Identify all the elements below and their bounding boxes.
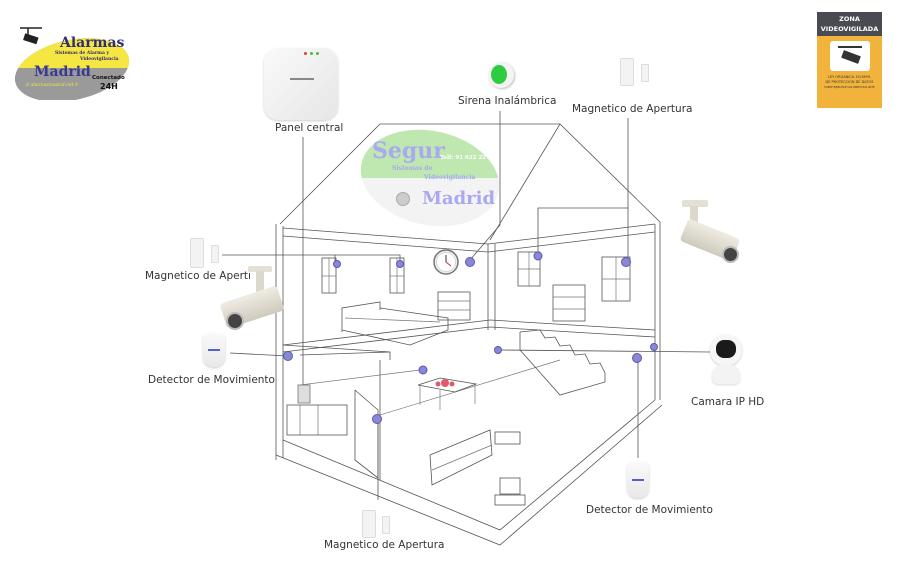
sensor-dot xyxy=(418,365,428,375)
device-label-panel: Panel central xyxy=(275,122,344,134)
dresser-2 xyxy=(552,284,586,322)
sign-law-1: LEY ORGANICA 15/1999, xyxy=(828,75,871,79)
sign-header: ZONA VIDEOVIGILADA xyxy=(817,12,882,36)
device-label-siren: Sirena Inalámbrica xyxy=(458,95,557,107)
device-label-pir-bottom: Detector de Movimiento xyxy=(586,504,713,516)
kitchen xyxy=(286,384,348,436)
bed xyxy=(341,301,449,346)
logo-subtitle-1: Sistemas de Alarma y xyxy=(55,51,110,56)
door-contact-icon xyxy=(620,58,634,86)
camera-icon xyxy=(837,46,862,48)
watermark-line-1: Sistemas de xyxy=(392,165,433,172)
watermark-phone: Telf: 91 022 22 85 xyxy=(440,155,496,161)
door-contact-magnet-icon xyxy=(641,64,649,82)
logo-badge-1: Conectado xyxy=(92,75,125,81)
sensor-dot xyxy=(333,260,341,268)
logo-city: Madrid xyxy=(34,64,91,80)
sign-camera-box xyxy=(829,41,870,71)
sensor-dot xyxy=(494,346,502,354)
roof-outline xyxy=(275,123,661,460)
window-1 xyxy=(321,257,337,294)
alarm-panel-icon xyxy=(264,48,338,120)
ip-camera-icon xyxy=(708,330,744,386)
logo-url: // alarmasmadrid.net // xyxy=(26,83,78,88)
videovigilancia-sign: ZONA VIDEOVIGILADA LEY ORGANICA 15/1999,… xyxy=(817,12,882,108)
dome-camera-icon xyxy=(396,192,410,206)
door xyxy=(354,389,379,479)
device-label-mag-top: Magnetico de Apertura xyxy=(572,103,693,115)
logo-badge-2: 24H xyxy=(100,82,118,91)
sensor-markers xyxy=(283,251,658,424)
window-4 xyxy=(601,256,631,302)
sign-law-2: DE PROTECCION DE DATOS xyxy=(825,79,874,84)
sensor-dot xyxy=(465,257,475,267)
dresser-1 xyxy=(437,291,471,321)
door-contact-magnet-icon xyxy=(211,245,219,263)
device-label-mag-left: Magnetico de Apertı xyxy=(145,270,251,282)
motion-detector-icon xyxy=(203,333,225,367)
table xyxy=(417,377,478,410)
logo-ellipse xyxy=(10,27,135,100)
sensor-dot xyxy=(372,414,382,424)
window-3 xyxy=(517,251,541,287)
siren-icon xyxy=(488,62,514,88)
device-label-pir-left: Detector de Movimiento xyxy=(148,374,275,386)
clock-icon xyxy=(433,249,459,275)
staircase xyxy=(519,329,606,396)
tv-stand xyxy=(494,477,526,506)
sensor-dot xyxy=(621,257,631,267)
door-contact-icon xyxy=(190,238,204,268)
sign-title-2: VIDEOVIGILADA xyxy=(820,24,879,33)
door-contact-magnet-icon xyxy=(382,516,390,534)
sensor-dot xyxy=(632,353,642,363)
connection-lines xyxy=(222,111,711,500)
sign-title-1: ZONA xyxy=(839,15,860,23)
camera-icon-body xyxy=(840,50,861,64)
motion-detector-icon xyxy=(627,462,649,498)
bullet-camera-icon xyxy=(678,198,741,270)
side-table xyxy=(494,431,521,445)
logo-title: Alarmas xyxy=(60,35,125,51)
sensor-dot xyxy=(396,260,404,268)
bullet-camera-icon xyxy=(219,266,286,336)
sensor-dot xyxy=(650,343,658,351)
device-label-ipcam: Camara IP HD xyxy=(691,396,765,408)
ground-floor xyxy=(275,359,663,546)
upper-floor xyxy=(282,319,656,360)
logo-subtitle-2: Videovigilancia xyxy=(80,57,119,62)
door-contact-icon xyxy=(362,510,376,538)
sofa xyxy=(429,429,493,486)
watermark-city: Madrid xyxy=(422,188,496,209)
sign-fine-print: PUEDE EJERCITAR SUS DERECHOS ANTE xyxy=(824,86,875,89)
sensor-dot xyxy=(533,251,543,261)
watermark-line-2: Videovigilancia xyxy=(424,174,476,181)
sensor-dot xyxy=(283,351,293,361)
watermark-brand: Segur xyxy=(372,138,445,164)
device-label-mag-bottom: Magnetico de Apertura xyxy=(324,539,445,551)
alarmas-madrid-logo: Alarmas Sistemas de Alarma y Videovigila… xyxy=(10,18,135,100)
